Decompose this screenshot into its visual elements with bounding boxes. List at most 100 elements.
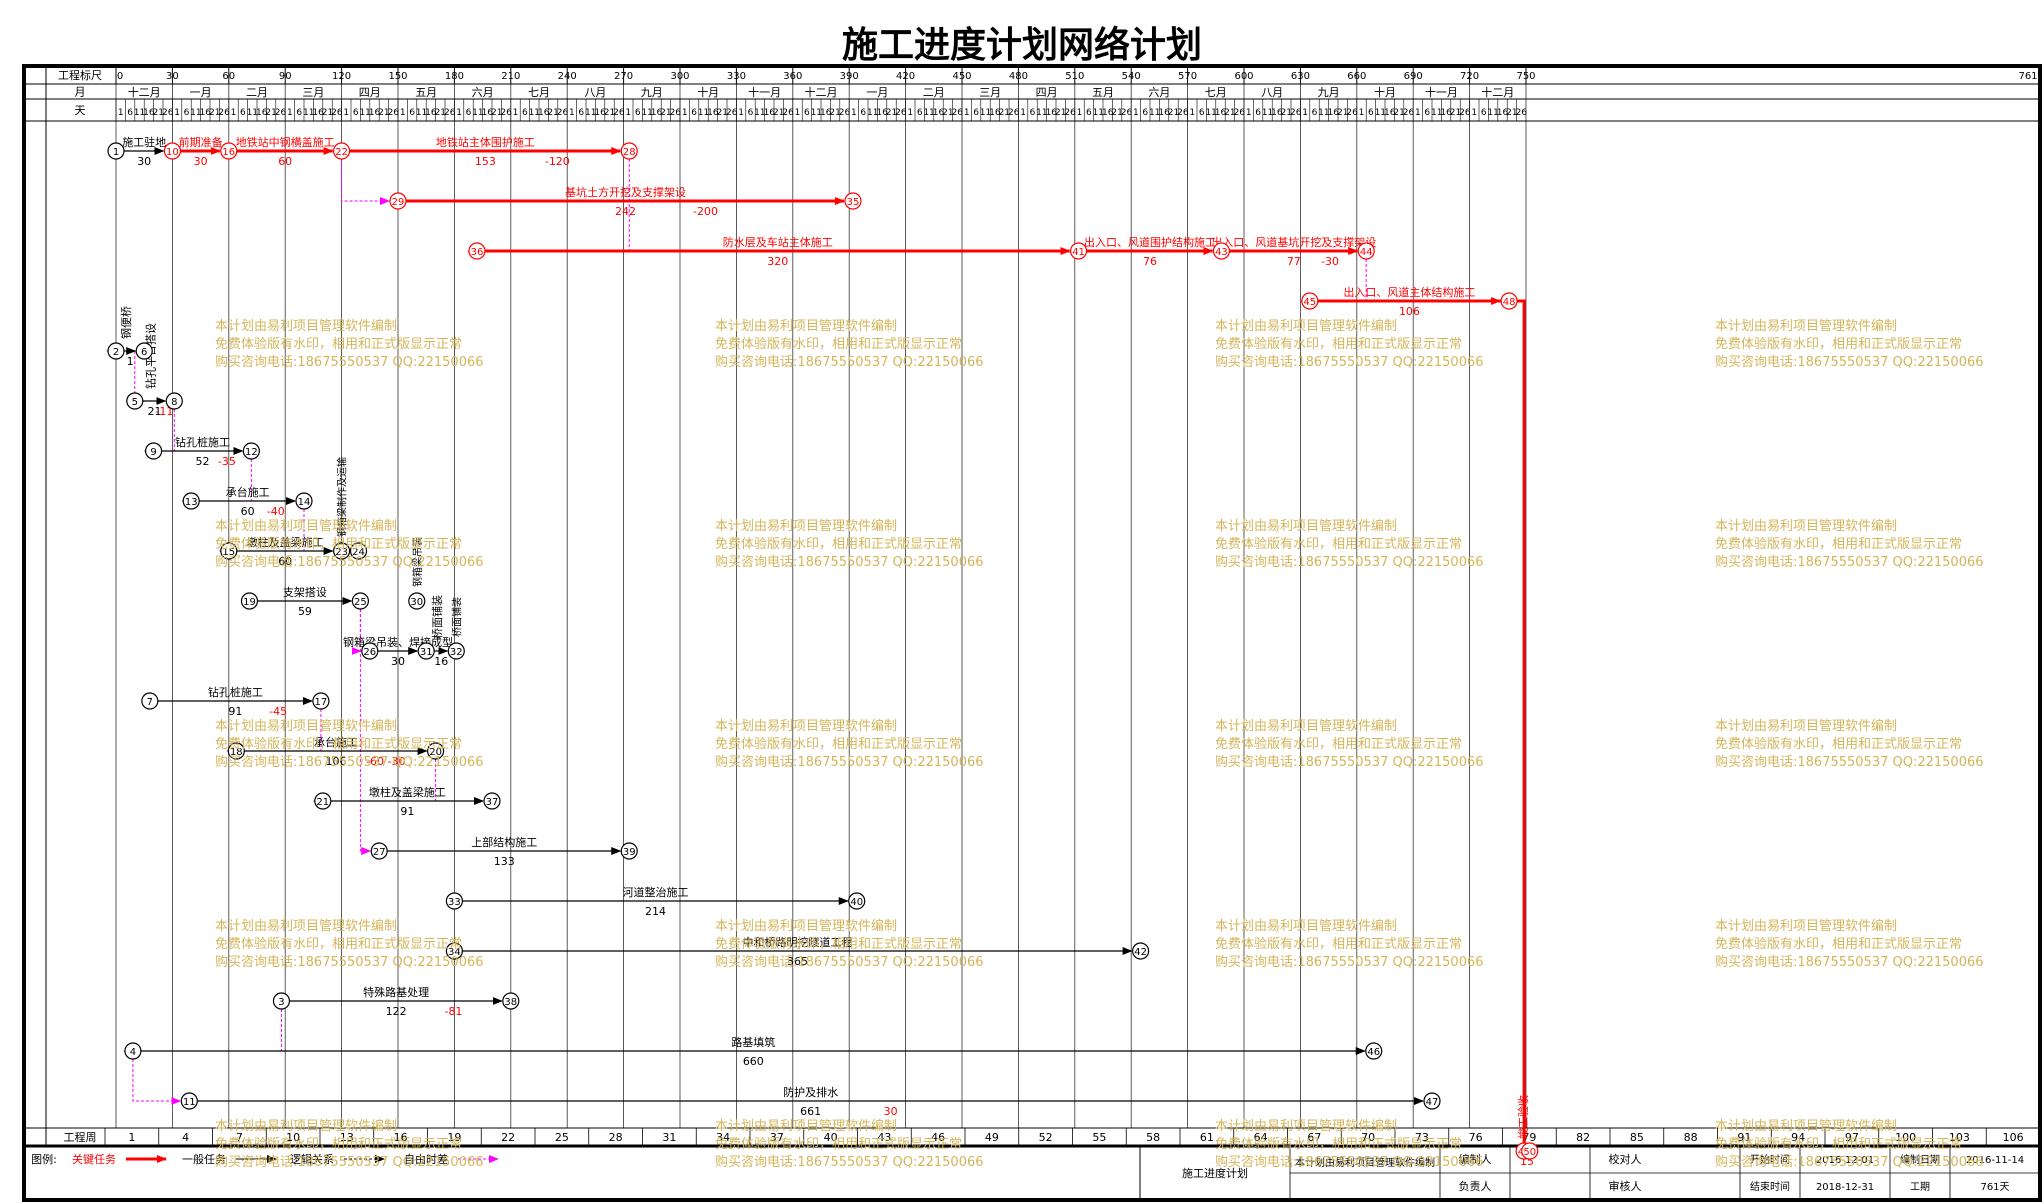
network-node (1423, 1092, 1441, 1110)
day-label: 11 (1487, 108, 1498, 118)
day-label: 11 (698, 108, 709, 118)
network-node-label: 4 (130, 1047, 136, 1058)
activity-float: -35 (218, 455, 236, 468)
watermark-text: 购买咨询电话:18675550537 QQ:22150066 (215, 954, 484, 970)
network-node (468, 242, 486, 260)
week-label: 25 (555, 1131, 569, 1144)
day-label: 16 (200, 108, 212, 118)
network-node-label: 40 (850, 897, 863, 908)
day-label: 11 (980, 108, 991, 118)
day-label: 11 (1375, 108, 1386, 118)
watermark-text: 免费体验版有水印，相用和正式版显示正常 (715, 736, 962, 752)
activity-duration: 60 (278, 555, 292, 568)
day-label: 1 (1415, 108, 1421, 118)
month-label: 十一月 (1425, 85, 1458, 99)
day-label: 1 (795, 108, 801, 118)
network-node (295, 492, 313, 510)
scale-tick-label: 120 (332, 71, 351, 82)
day-label: 6 (409, 108, 415, 118)
network-node (135, 342, 153, 360)
week-label: 7 (236, 1131, 243, 1144)
day-label: 1 (1189, 108, 1195, 118)
watermark-text: 本计划由易利项目管理软件编制 (215, 719, 397, 734)
day-label: 21 (1055, 108, 1066, 118)
month-label: 三月 (302, 86, 324, 99)
activity-name: 出入口、风道围护结构施工 (1084, 235, 1216, 249)
day-label: 26 (670, 108, 682, 118)
week-label: 46 (931, 1131, 945, 1144)
day-label: 16 (312, 108, 324, 118)
day-label: 16 (538, 108, 550, 118)
watermark-text: 购买咨询电话:18675550537 QQ:22150066 (215, 754, 484, 770)
watermark-text: 本计划由易利项目管理软件编制 (715, 519, 897, 534)
info-label-made: 编制日期 (1900, 1153, 1940, 1166)
activity-name: 中和桥路明挖隧道工程 (743, 935, 853, 949)
activity-name: 钻孔桩施工 (208, 685, 263, 699)
scale-tick-label: 600 (1234, 71, 1253, 82)
activity-duration: 133 (494, 855, 515, 868)
week-label: 85 (1630, 1131, 1644, 1144)
day-label: 21 (378, 108, 389, 118)
network-node-label: 21 (316, 797, 329, 808)
scale-tick-label: 360 (783, 71, 802, 82)
vertical-activity-label: 钢箱梁制作及运输 (336, 457, 349, 537)
watermark-text: 免费体验版有水印，相用和正式版显示正常 (715, 536, 962, 552)
watermark-text: 购买咨询电话:18675550537 QQ:22150066 (1215, 354, 1484, 370)
day-label: 21 (829, 108, 840, 118)
day-label: 6 (1481, 108, 1487, 118)
network-node-label: 46 (1367, 1047, 1380, 1058)
scale-tick-label: 450 (952, 71, 971, 82)
watermark-text: 购买咨询电话:18675550537 QQ:22150066 (715, 354, 984, 370)
month-label: 九月 (1318, 86, 1340, 99)
watermark-text: 免费体验版有水印，相用和正式版显示正常 (715, 1136, 962, 1152)
day-label: 21 (886, 108, 897, 118)
network-node-label: 13 (185, 497, 198, 508)
month-label: 一月 (866, 86, 888, 99)
scale-tick-label: 510 (1065, 71, 1084, 82)
day-label: 1 (964, 108, 970, 118)
day-label: 1 (456, 108, 462, 118)
activity-duration: 30 (391, 655, 405, 668)
month-label: 四月 (359, 86, 381, 99)
network-node (220, 142, 238, 160)
day-label: 21 (322, 108, 333, 118)
watermark-text: 免费体验版有水印，相用和正式版显示正常 (1715, 736, 1962, 752)
activity-duration: 320 (767, 255, 788, 268)
week-label: 103 (1949, 1131, 1970, 1144)
network-node (389, 192, 407, 210)
network-node (124, 1042, 142, 1060)
watermark-text: 免费体验版有水印，相用和正式版显示正常 (1215, 336, 1462, 352)
day-label: 26 (1403, 108, 1415, 118)
day-label: 16 (876, 108, 888, 118)
network-node-label: 23 (335, 547, 348, 558)
scale-tick-label: 720 (1460, 71, 1479, 82)
activity-duration: 60 (278, 155, 292, 168)
day-label: 6 (466, 108, 472, 118)
day-label: 16 (369, 108, 381, 118)
network-node (272, 992, 291, 1010)
network-node (227, 742, 245, 760)
watermark-text: 免费体验版有水印，相用和正式版显示正常 (1715, 336, 1962, 352)
network-node-label: 30 (410, 597, 423, 608)
scale-tick-label: 90 (279, 71, 292, 82)
legend-item-label: 一般任务 (182, 1153, 226, 1166)
week-label: 94 (1791, 1131, 1805, 1144)
watermark-text: 本计划由易利项目管理软件编制 (215, 519, 397, 534)
week-label: 70 (1361, 1131, 1375, 1144)
activity-float: -200 (693, 205, 718, 218)
activity-name: 墩柱及盖梁施工 (369, 785, 446, 799)
info-label-lead: 负责人 (1459, 1179, 1492, 1193)
scale-tick-label: 420 (896, 71, 915, 82)
activity-name: 特殊路基处理 (363, 985, 429, 999)
day-label: 11 (811, 108, 822, 118)
network-node-label: 29 (392, 197, 405, 208)
activity-duration: 106 (325, 755, 346, 768)
network-node-label: 7 (147, 697, 153, 708)
network-node-label: 14 (298, 497, 311, 508)
day-label: 21 (153, 108, 164, 118)
watermark-text: 免费体验版有水印，相用和正式版显示正常 (1215, 936, 1462, 952)
watermark-text: 免费体验版有水印，相用和正式版显示正常 (715, 936, 962, 952)
scale-tick-label: 300 (670, 71, 689, 82)
watermark-text: 本计划由易利项目管理软件编制 (1715, 319, 1897, 334)
day-label: 26 (1064, 108, 1076, 118)
